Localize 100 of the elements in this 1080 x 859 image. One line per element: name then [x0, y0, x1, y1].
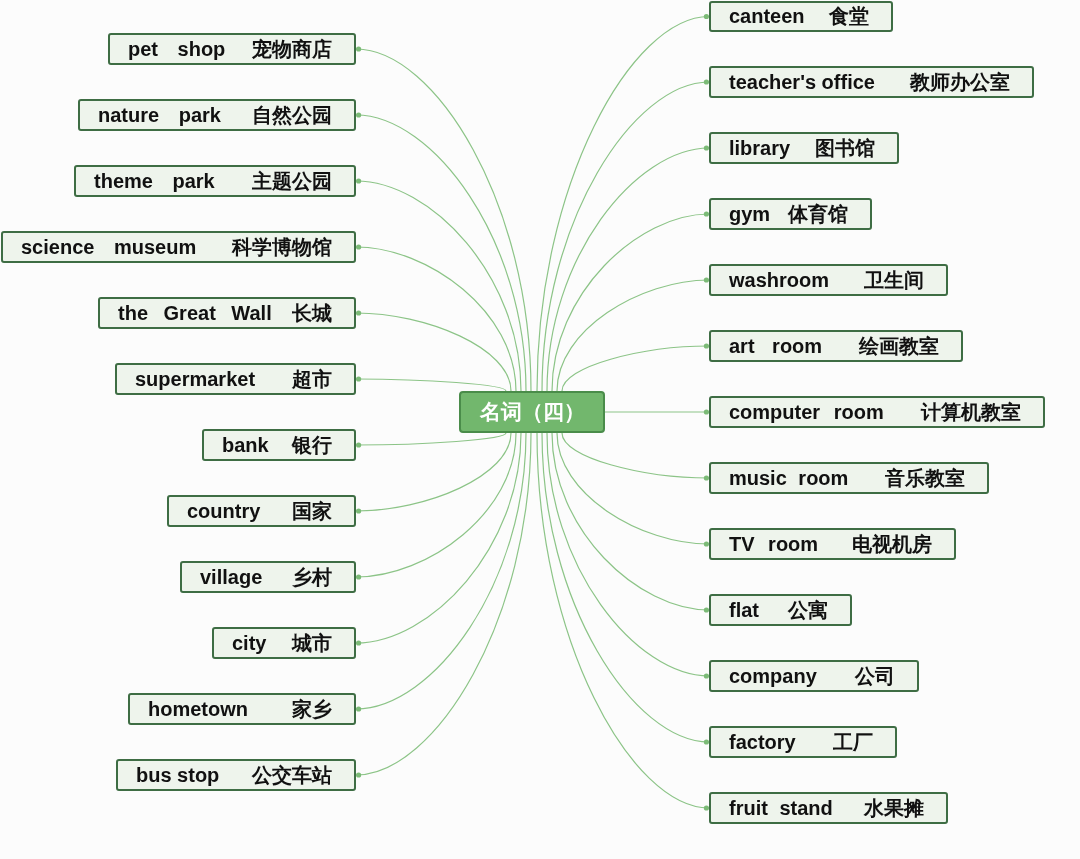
- term-box: [167, 495, 356, 527]
- chinese-term: 计算机教室: [921, 399, 1021, 425]
- term-box: [709, 396, 1045, 428]
- english-term: company: [729, 664, 817, 688]
- chinese-term: 绘画教室: [859, 333, 939, 359]
- english-term: country: [187, 499, 261, 523]
- term-box: [116, 759, 356, 791]
- branch-line: [551, 211, 710, 392]
- chinese-term: 工厂: [833, 729, 873, 755]
- english-term: science museum: [21, 235, 197, 259]
- term-box: [709, 198, 872, 230]
- branch-line: [355, 376, 507, 392]
- term-box: [709, 594, 852, 626]
- term-box: [115, 363, 356, 395]
- branch-line: [604, 409, 710, 415]
- term-box: [709, 660, 919, 692]
- chinese-term: 音乐教室: [885, 465, 965, 491]
- term-box: [709, 528, 956, 560]
- english-term: TV room: [729, 532, 819, 556]
- branch-line: [541, 79, 710, 392]
- chinese-term: 长城: [292, 300, 332, 326]
- term-box: [709, 726, 897, 758]
- branch-line: [551, 432, 710, 613]
- term-box: [709, 1, 893, 32]
- branch-line: [355, 432, 532, 778]
- branch-line: [355, 432, 512, 514]
- term-box: [98, 297, 356, 329]
- term-box: [709, 330, 963, 362]
- english-term: bus stop: [136, 763, 220, 787]
- branch-line: [355, 46, 532, 392]
- branch-line: [355, 112, 527, 392]
- chinese-term: 宠物商店: [252, 36, 332, 62]
- branch-line: [536, 432, 710, 811]
- chinese-term: 卫生间: [864, 267, 924, 293]
- english-term: nature park: [98, 103, 221, 127]
- english-term: city: [232, 631, 267, 655]
- term-box: [74, 165, 356, 197]
- chinese-term: 超市: [292, 366, 332, 392]
- term-box: [128, 693, 356, 725]
- chinese-term: 公寓: [788, 597, 828, 623]
- english-term: the Great Wall: [118, 301, 272, 325]
- central-topic: 名词（四）: [459, 391, 605, 433]
- branch-line: [556, 432, 710, 547]
- term-box: [1, 231, 356, 263]
- chinese-term: 图书馆: [815, 135, 875, 161]
- branch-line: [355, 432, 522, 646]
- term-box: [212, 627, 356, 659]
- chinese-term: 水果摊: [864, 795, 924, 821]
- branch-line: [536, 14, 710, 392]
- chinese-term: 公司: [855, 663, 895, 689]
- english-term: teacher's office: [729, 70, 875, 94]
- branch-line: [541, 432, 710, 745]
- chinese-term: 公交车站: [252, 762, 332, 788]
- english-term: factory: [729, 730, 796, 754]
- chinese-term: 银行: [292, 432, 332, 458]
- english-term: gym: [729, 202, 771, 226]
- term-box: [709, 132, 899, 164]
- english-term: library: [729, 136, 791, 160]
- english-term: flat: [729, 598, 759, 622]
- chinese-term: 体育馆: [788, 201, 848, 227]
- english-term: computer room: [729, 400, 884, 424]
- english-term: bank: [222, 433, 269, 457]
- chinese-term: 城市: [292, 630, 332, 656]
- english-term: art room: [729, 334, 823, 358]
- term-box: [709, 66, 1034, 98]
- english-term: village: [200, 565, 263, 589]
- branch-line: [546, 145, 710, 392]
- chinese-term: 科学博物馆: [232, 234, 332, 260]
- branch-line: [355, 178, 522, 392]
- term-box: [108, 33, 356, 65]
- branch-line: [355, 244, 517, 392]
- term-box: [202, 429, 356, 461]
- chinese-term: 家乡: [292, 696, 332, 722]
- branch-line: [355, 432, 527, 712]
- english-term: supermarket: [135, 367, 256, 391]
- term-box: [180, 561, 356, 593]
- chinese-term: 自然公园: [252, 102, 332, 128]
- branch-line: [355, 310, 512, 392]
- chinese-term: 国家: [292, 498, 332, 524]
- english-term: theme park: [94, 169, 215, 193]
- branch-line: [561, 432, 710, 481]
- english-term: washroom: [729, 268, 830, 292]
- chinese-term: 电视机房: [852, 531, 932, 557]
- branch-line: [355, 432, 517, 580]
- term-box: [709, 462, 989, 494]
- branch-line: [355, 432, 507, 448]
- chinese-term: 乡村: [292, 564, 332, 590]
- branch-line: [556, 277, 710, 392]
- branch-line: [561, 343, 710, 392]
- chinese-term: 教师办公室: [910, 69, 1010, 95]
- chinese-term: 食堂: [829, 4, 869, 29]
- term-box: [709, 264, 948, 296]
- chinese-term: 主题公园: [252, 168, 332, 194]
- term-box: [709, 792, 948, 824]
- english-term: pet shop: [128, 37, 226, 61]
- branch-line: [546, 432, 710, 679]
- english-term: fruit stand: [729, 796, 833, 820]
- english-term: hometown: [148, 697, 248, 721]
- term-box: [78, 99, 356, 131]
- english-term: canteen: [729, 5, 805, 28]
